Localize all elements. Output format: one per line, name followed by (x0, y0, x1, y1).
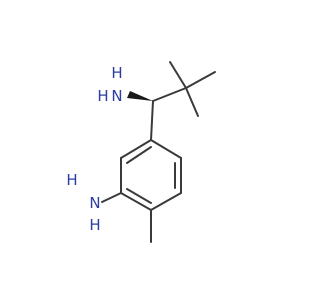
ring-double-bond-bottom-left (126, 188, 152, 204)
bond-chiral-to-ring (150, 100, 154, 141)
structure-canvas: H N H H N H (66, 61, 216, 243)
bond-quaternary-to-methyl-down (185, 87, 199, 117)
ring-bond-1 (150, 139, 182, 159)
amine-top-h2-label: H (97, 87, 108, 105)
amine-left-h-label: H (89, 216, 100, 234)
ring-bond-3 (150, 192, 182, 211)
bond-chiral-to-quaternary (152, 87, 187, 102)
amine-left-h2-label: H (66, 171, 77, 189)
ring-bond-6 (120, 139, 152, 159)
ring-bond-4 (120, 192, 152, 211)
bond-quaternary-to-methyl-top (169, 61, 187, 89)
amine-left-n-label: N (89, 194, 100, 212)
amine-top-n-label: N (111, 87, 122, 105)
bond-quaternary-to-methyl-right (185, 71, 216, 89)
bond-ring-to-aniline-n (101, 192, 122, 203)
ring-double-bond-top-left (126, 146, 152, 164)
wedge-bond-chiral-to-amine (127, 91, 153, 101)
amine-top-h-label: H (111, 64, 122, 82)
molecule-drawing: H N H H N H (66, 61, 216, 243)
